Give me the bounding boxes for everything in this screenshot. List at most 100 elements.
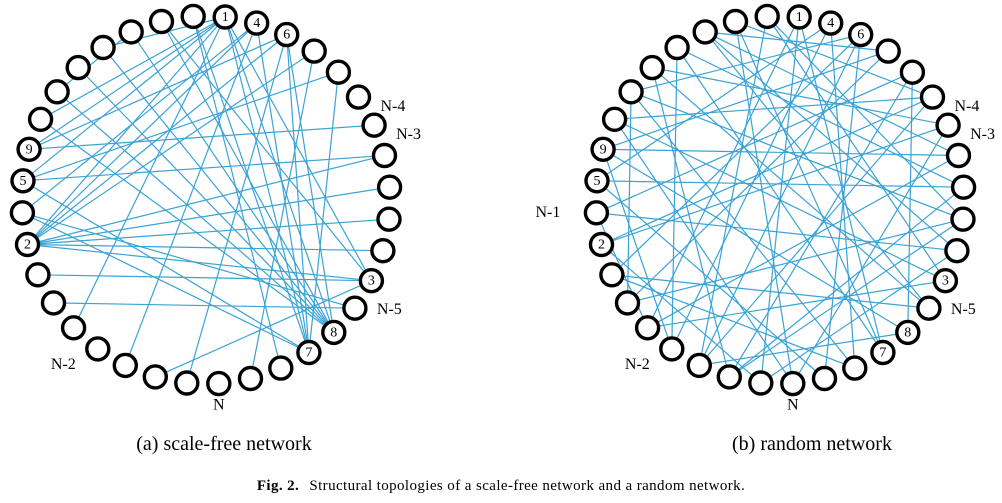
edge bbox=[37, 274, 372, 282]
network-node bbox=[206, 370, 232, 397]
network-node bbox=[371, 142, 398, 169]
node-circle bbox=[722, 8, 749, 35]
edge bbox=[77, 67, 335, 333]
network-node bbox=[950, 174, 977, 200]
network-node: 8 bbox=[895, 319, 921, 346]
edge bbox=[27, 243, 383, 252]
node-external-label: N-2 bbox=[51, 356, 76, 373]
network-node bbox=[780, 370, 806, 397]
node-circle bbox=[174, 370, 200, 396]
node-circle bbox=[9, 200, 36, 226]
edge bbox=[601, 96, 933, 246]
node-circle bbox=[601, 106, 628, 133]
edge bbox=[652, 67, 949, 126]
network-node: 5 bbox=[10, 168, 36, 194]
network-node bbox=[44, 79, 70, 105]
node-circle bbox=[584, 168, 610, 194]
node-circle bbox=[60, 315, 87, 341]
network-node: 7 bbox=[870, 339, 896, 366]
edge bbox=[611, 274, 856, 369]
edge bbox=[155, 280, 372, 378]
edge bbox=[647, 154, 959, 329]
network-node bbox=[345, 84, 372, 110]
edge bbox=[734, 21, 794, 384]
node-label: 8 bbox=[330, 325, 337, 340]
node-circle bbox=[118, 19, 144, 45]
network-node bbox=[118, 19, 144, 45]
node-circle bbox=[935, 112, 961, 138]
node-label: 1 bbox=[796, 10, 803, 25]
edge bbox=[22, 180, 310, 354]
node-circle bbox=[634, 315, 661, 341]
network-node bbox=[325, 59, 352, 85]
node-circle bbox=[376, 174, 403, 200]
edge bbox=[704, 31, 958, 252]
edge bbox=[704, 31, 959, 157]
node-circle bbox=[599, 262, 625, 288]
node-circle bbox=[716, 364, 742, 390]
node-label: 5 bbox=[20, 174, 27, 189]
node-circle bbox=[686, 352, 712, 379]
node-circle bbox=[112, 352, 139, 379]
node-circle bbox=[614, 290, 641, 316]
node-external-label: N-5 bbox=[377, 301, 402, 318]
node-label: 4 bbox=[827, 16, 834, 31]
node-circle bbox=[842, 355, 868, 381]
edge bbox=[186, 34, 288, 384]
node-circle bbox=[16, 136, 42, 163]
figure-caption: Fig. 2. Structural topologies of a scale… bbox=[0, 478, 1002, 495]
network-node bbox=[686, 352, 712, 379]
node-label: 9 bbox=[26, 142, 33, 157]
edge-layer bbox=[595, 15, 964, 384]
edge bbox=[766, 16, 946, 282]
edge bbox=[102, 47, 335, 333]
external-label-layer: N-4N-3N-5NN-2N-1 bbox=[51, 98, 421, 414]
node-external-label: N-2 bbox=[625, 356, 650, 373]
edge bbox=[160, 21, 335, 333]
node-label: 1 bbox=[222, 10, 229, 25]
edge bbox=[192, 16, 282, 369]
network-node bbox=[25, 262, 51, 288]
edge bbox=[40, 16, 226, 120]
edge bbox=[728, 218, 964, 378]
network-node bbox=[370, 237, 396, 264]
node-label: 6 bbox=[283, 28, 290, 43]
network-node bbox=[376, 206, 402, 232]
edge bbox=[602, 50, 889, 150]
edge bbox=[286, 34, 335, 333]
edge bbox=[596, 180, 964, 188]
node-circle bbox=[583, 200, 610, 226]
edge-layer bbox=[22, 16, 390, 384]
network-node: 3 bbox=[932, 268, 959, 294]
node-external-label: N-4 bbox=[381, 98, 406, 115]
edge bbox=[602, 148, 909, 333]
edge bbox=[27, 186, 390, 246]
node-circle bbox=[10, 168, 36, 194]
edge bbox=[124, 22, 258, 366]
node-circle bbox=[148, 8, 175, 35]
network-node bbox=[919, 84, 946, 110]
edge bbox=[830, 23, 856, 369]
node-circle bbox=[848, 21, 874, 48]
edge bbox=[626, 91, 632, 303]
node-circle bbox=[818, 10, 844, 36]
edge bbox=[22, 22, 258, 214]
network-node bbox=[180, 3, 206, 30]
external-label-layer: N-4N-3N-5NN-2N-1 bbox=[536, 98, 995, 414]
node-circle bbox=[811, 365, 838, 392]
node-label: 8 bbox=[904, 325, 911, 340]
node-external-label: N-4 bbox=[955, 98, 980, 115]
subcaption-a: (a) scale-free network bbox=[136, 433, 311, 455]
edge bbox=[603, 148, 959, 157]
node-external-label: N-3 bbox=[970, 126, 995, 143]
network-node: 2 bbox=[14, 231, 41, 258]
node-circle bbox=[301, 38, 327, 64]
edge bbox=[602, 149, 673, 350]
node-circle bbox=[875, 38, 901, 64]
edge bbox=[698, 16, 768, 366]
edge bbox=[651, 67, 930, 309]
node-circle bbox=[945, 142, 972, 169]
